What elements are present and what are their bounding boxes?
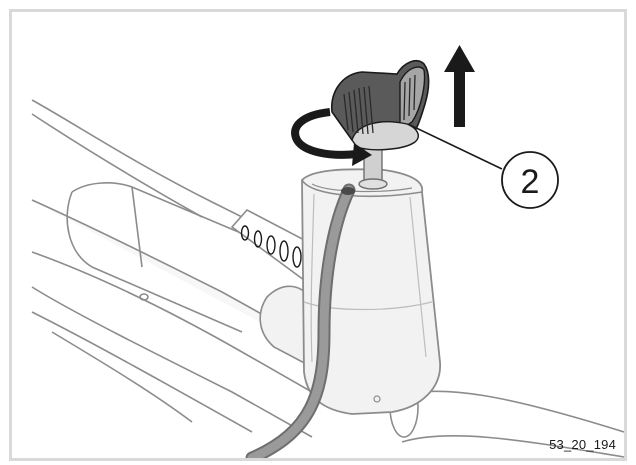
callout: 2 (409, 124, 559, 209)
illustration: 2 (31, 45, 624, 458)
up-arrow-icon (444, 45, 475, 127)
callout-number: 2 (521, 163, 540, 201)
rotation-arrow-icon (291, 108, 372, 166)
callout-circle (501, 151, 559, 209)
knob (331, 60, 430, 151)
cable (245, 183, 356, 458)
stem (358, 146, 388, 190)
vent-slots (240, 225, 302, 268)
diagram-frame: 2 53_20_194 (9, 9, 627, 461)
figure-code: 53_20_194 (549, 437, 616, 452)
